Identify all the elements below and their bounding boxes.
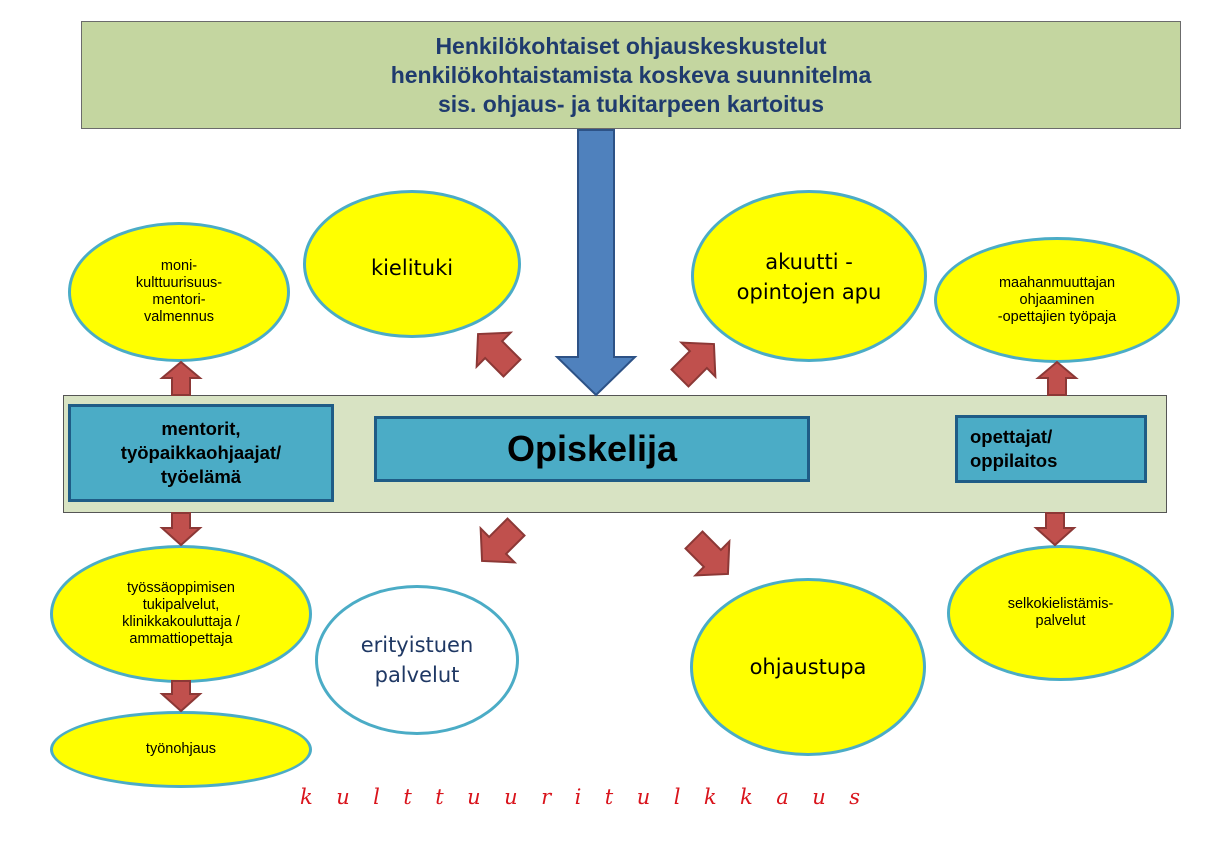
culture-letter: u: [336, 785, 350, 809]
node-text-line: kulttuurisuus-: [135, 275, 223, 291]
node-text-line: -opettajien työpaja: [997, 308, 1117, 325]
student-box: Opiskelija: [374, 416, 810, 482]
culture-letter: t: [604, 785, 614, 809]
diagonal-arrow-icon: [670, 341, 717, 388]
node-text-line: tukipalvelut,: [142, 597, 220, 613]
culture-letter: l: [373, 785, 380, 809]
culture-letter: t: [435, 785, 444, 809]
mentors-line-1: mentorit,: [161, 418, 241, 439]
node-text-line: moni-: [160, 258, 198, 274]
teachers-line-1: opettajat/: [970, 426, 1053, 447]
workplace-learning-node: työssäoppimisen tukipalvelut, klinikkako…: [50, 545, 312, 683]
node-text-line: maahanmuuttajan: [998, 274, 1116, 291]
down-arrow-icon: [159, 680, 203, 713]
header-line-3: sis. ohjaus- ja tukitarpeen kartoitus: [438, 90, 824, 117]
node-text-line: palvelut: [374, 663, 460, 687]
multicultural-mentoring-node: moni- kulttuurisuus- mentori- valmennus: [68, 222, 290, 362]
plain-language-services-node: selkokielistämis- palvelut: [947, 545, 1174, 681]
header-box: Henkilökohtaiset ohjauskeskustelut henki…: [81, 21, 1181, 129]
node-text-line: ohjaaminen: [1019, 291, 1095, 308]
node-text-line: erityistuen: [360, 633, 474, 657]
node-text-line: klinikkakouluttaja /: [122, 614, 240, 630]
mentors-line-2: työpaikkaohjaajat/: [120, 442, 282, 463]
culture-letter: l: [673, 785, 681, 809]
diagonal-arrow-icon: [684, 530, 731, 577]
header-line-2: henkilökohtaistamista koskeva suunnitelm…: [390, 61, 872, 88]
node-text-line: palvelut: [1035, 613, 1086, 629]
culture-letter: u: [636, 785, 651, 809]
node-text-line: selkokielistämis-: [1007, 596, 1114, 612]
mentors-box: mentorit, työpaikkaohjaajat/ työelämä: [68, 404, 334, 502]
node-text-line: kielituki: [370, 256, 454, 280]
culture-letter: t: [403, 785, 412, 809]
down-arrow-icon: [1033, 512, 1077, 547]
node-text-line: opintojen apu: [736, 280, 882, 304]
culture-letter: i: [574, 785, 582, 809]
culture-letter: k: [703, 785, 717, 809]
node-text-line: mentori-: [152, 292, 206, 308]
node-text-line: valmennus: [143, 309, 215, 325]
culture-letter: s: [849, 785, 860, 809]
culture-letter: k: [300, 785, 313, 809]
guidance-room-node: ohjaustupa: [690, 578, 926, 756]
node-text-line: työnohjaus: [145, 741, 217, 757]
teachers-line-2: oppilaitos: [970, 450, 1058, 471]
mentors-line-3: työelämä: [160, 466, 242, 487]
culture-letter: u: [504, 785, 518, 809]
node-text-line: työssäoppimisen: [127, 580, 235, 596]
acute-study-help-node: akuutti - opintojen apu: [691, 190, 927, 362]
culture-letter: k: [740, 785, 753, 809]
down-arrow-blue: [554, 129, 638, 397]
culture-letter: u: [812, 785, 826, 809]
culture-letter: r: [541, 785, 552, 809]
language-support-node: kielituki: [303, 190, 521, 338]
up-arrow-icon: [1035, 360, 1079, 396]
diagonal-arrow-icon: [479, 517, 526, 564]
culture-letter: a: [776, 785, 789, 809]
up-arrow-icon: [159, 360, 203, 396]
node-text-line: ohjaustupa: [749, 655, 867, 679]
work-supervision-node: työnohjaus: [50, 711, 312, 788]
down-arrow-icon: [159, 512, 203, 547]
diagonal-arrow-icon: [475, 331, 522, 378]
teachers-box: opettajat/ oppilaitos: [955, 415, 1147, 483]
node-text-line: akuutti -: [765, 250, 853, 274]
special-needs-services-node: erityistuen palvelut: [315, 585, 519, 735]
node-text-line: ammattiopettaja: [129, 631, 233, 647]
header-line-1: Henkilökohtaiset ohjauskeskustelut: [435, 32, 827, 59]
culture-letter: u: [467, 785, 481, 809]
student-label: Opiskelija: [506, 428, 678, 469]
